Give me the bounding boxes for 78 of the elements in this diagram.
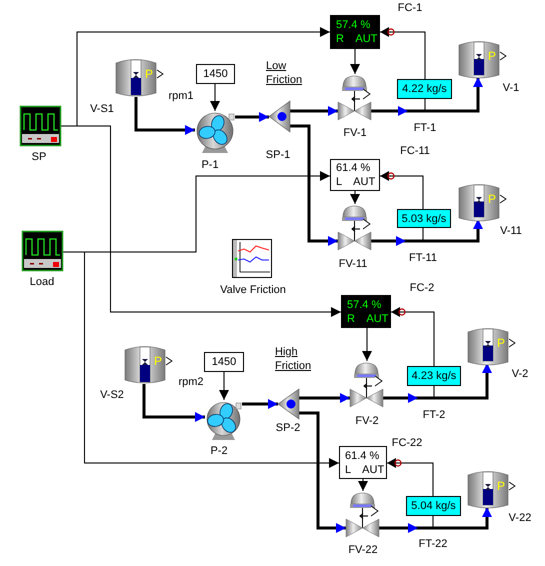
pressure-tag: P (497, 337, 506, 350)
signal-line-arrow (358, 478, 368, 492)
equipment-tag: FC-2 (410, 282, 434, 295)
controller-mode: R AUT (347, 312, 390, 326)
equipment-tag: FC-22 (392, 437, 422, 450)
controller-output: 57.4 % (336, 18, 372, 32)
signal-line-arrow (350, 48, 360, 74)
annotation-text: Low Friction (266, 59, 304, 87)
transmitter-tap-line (422, 228, 424, 242)
flow-readout: 5.04 kg/s (406, 496, 461, 516)
controller-output: 57.4 % (347, 298, 382, 312)
pressure-tag: P (145, 68, 154, 81)
controller-faceplate (339, 446, 387, 479)
equipment-tag: FV-2 (355, 415, 379, 428)
equipment-tag: V-2 (512, 368, 528, 381)
equipment-tag: Load (30, 276, 54, 289)
equipment-tag: FV-11 (338, 258, 368, 271)
pressure-tag: P (488, 50, 496, 63)
process-stream-arrow (371, 219, 483, 242)
controller-mode: L AUT (345, 462, 386, 476)
process-stream-arrow (142, 384, 205, 422)
flow-readout: 5.03 kg/s (397, 209, 451, 228)
signal-line-arrow (350, 190, 360, 204)
equipment-tag: SP (32, 151, 46, 164)
signal-line-arrow (386, 457, 434, 496)
process-stream-arrow (371, 77, 483, 112)
equipment-tag: rpm2 (178, 376, 204, 389)
speed-setpoint-display: 1450 (196, 64, 235, 84)
flow-readout: 4.23 kg/s (407, 366, 461, 386)
equipment-tag: FT-22 (418, 538, 448, 551)
pressure-tag: P (497, 480, 506, 493)
controller-faceplate (330, 15, 380, 49)
signal-line-arrow (379, 170, 424, 210)
transmitter-tap-line (424, 98, 426, 112)
process-stream-arrow (235, 112, 269, 122)
speed-setpoint-display: 1450 (204, 352, 244, 372)
equipment-tag: V-S1 (90, 103, 114, 116)
equipment-tag: Valve Friction (220, 284, 286, 297)
equipment-tag: FT-2 (422, 409, 446, 422)
equipment-tag: FC-11 (400, 145, 430, 158)
process-stream-arrow (242, 399, 278, 409)
equipment-tag: P-2 (210, 445, 228, 458)
equipment-tag: FV-1 (343, 127, 367, 140)
controller-output: 61.4 % (345, 448, 380, 462)
equipment-tag: V-1 (502, 82, 520, 95)
process-stream-arrow (299, 412, 346, 533)
signal-line-arrow (379, 26, 426, 80)
equipment-tag: V-22 (508, 512, 532, 525)
pressure-tag: P (488, 193, 496, 206)
signal-line-arrow (390, 306, 434, 366)
controller-mode: L AUT (336, 175, 376, 189)
equipment-tag: V-11 (500, 225, 522, 238)
transmitter-tap-line (432, 516, 434, 528)
equipment-tag: V-S2 (100, 389, 124, 402)
process-stream-arrow (299, 393, 350, 403)
equipment-tag: SP-2 (276, 422, 300, 435)
controller-output: 61.4 % (336, 161, 372, 175)
signal-line-arrow (219, 372, 229, 400)
equipment-tag: SP-1 (266, 149, 290, 162)
process-stream-arrow (134, 97, 195, 135)
pressure-tag: P (154, 355, 162, 368)
signal-line-arrow (362, 328, 372, 362)
equipment-tag: FT-1 (414, 122, 436, 135)
equipment-tag: FC-1 (398, 2, 422, 15)
process-stream-arrow (379, 507, 492, 530)
controller-faceplate (330, 159, 380, 191)
process-stream-arrow (290, 124, 338, 246)
equipment-tag: FT-11 (409, 252, 437, 265)
equipment-tag: FV-22 (348, 544, 378, 557)
annotation-text: High Friction (275, 345, 312, 373)
controller-faceplate (341, 295, 391, 328)
equipment-tag: rpm1 (168, 90, 194, 103)
flow-readout: 4.22 kg/s (397, 79, 452, 99)
equipment-tag: P-1 (201, 159, 219, 172)
process-stream-arrow (290, 106, 338, 116)
signal-line-arrow (210, 84, 220, 112)
process-stream-arrow (383, 363, 492, 400)
controller-mode: R AUT (336, 32, 378, 46)
